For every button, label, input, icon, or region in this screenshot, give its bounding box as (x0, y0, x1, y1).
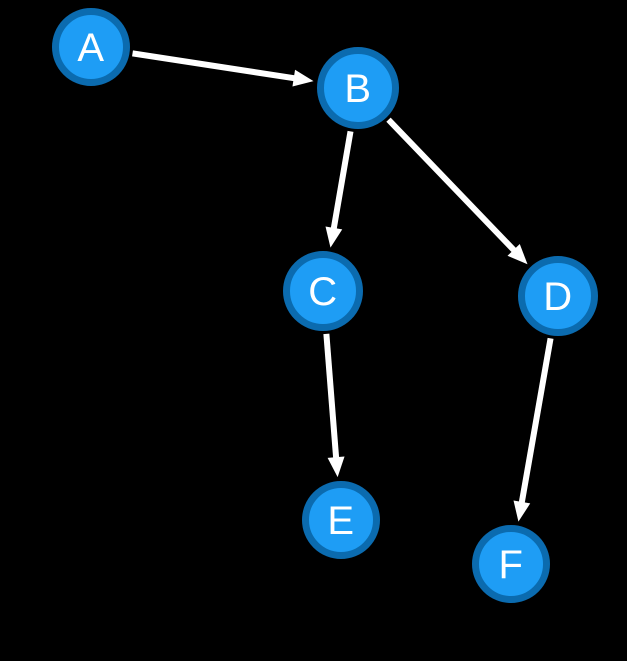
graph-edge-d-f (513, 337, 554, 522)
graph-edge-c-e (323, 333, 345, 478)
graph-node-e[interactable]: E (302, 481, 380, 559)
node-circle[interactable] (317, 47, 399, 129)
node-label: C (308, 270, 337, 314)
arrowhead-icon (507, 243, 528, 265)
node-circle[interactable] (472, 525, 550, 603)
edge-line (386, 117, 519, 255)
graph-node-a[interactable]: A (52, 8, 130, 86)
edge-line (518, 337, 554, 507)
node-circle[interactable] (52, 8, 130, 86)
graph-edge-a-b (132, 50, 314, 87)
node-label: B (344, 67, 371, 111)
arrowhead-icon (327, 456, 345, 478)
node-label: E (327, 499, 354, 543)
node-label: F (499, 543, 524, 587)
edges-layer (132, 50, 554, 522)
node-label: D (543, 275, 572, 319)
arrowhead-icon (513, 500, 531, 522)
graph-node-d[interactable]: D (518, 256, 598, 336)
graph-node-f[interactable]: F (472, 525, 550, 603)
edge-line (323, 333, 340, 462)
graph-node-c[interactable]: C (283, 251, 363, 331)
arrowhead-icon (325, 226, 343, 248)
node-label: A (77, 26, 104, 70)
nodes-layer: A B C D E F (52, 8, 598, 603)
graph-edge-b-d (386, 117, 528, 265)
graph-edge-b-c (325, 130, 354, 248)
node-circle[interactable] (302, 481, 380, 559)
node-circle[interactable] (283, 251, 363, 331)
edge-line (132, 50, 298, 82)
node-circle[interactable] (518, 256, 598, 336)
edge-line (330, 130, 354, 232)
arrowhead-icon (292, 69, 314, 87)
graph-node-b[interactable]: B (317, 47, 399, 129)
